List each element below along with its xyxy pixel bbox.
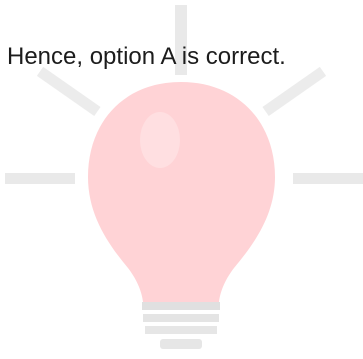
base-ring-3 xyxy=(145,326,217,334)
bulb-highlight xyxy=(140,112,180,168)
ray-right xyxy=(293,173,363,184)
light-rays xyxy=(5,5,363,184)
bulb-base xyxy=(142,302,220,349)
answer-text: Hence, option A is correct. xyxy=(7,43,286,70)
ray-left xyxy=(5,173,75,184)
ray-upper-left xyxy=(36,66,101,116)
ray-upper-right xyxy=(262,66,327,116)
ray-top xyxy=(175,5,187,75)
bulb-glass xyxy=(88,82,275,302)
base-tip xyxy=(160,339,202,349)
base-ring-1 xyxy=(142,302,220,310)
answer-caption: Hence, option A is correct. xyxy=(0,41,363,73)
base-ring-2 xyxy=(143,314,219,322)
